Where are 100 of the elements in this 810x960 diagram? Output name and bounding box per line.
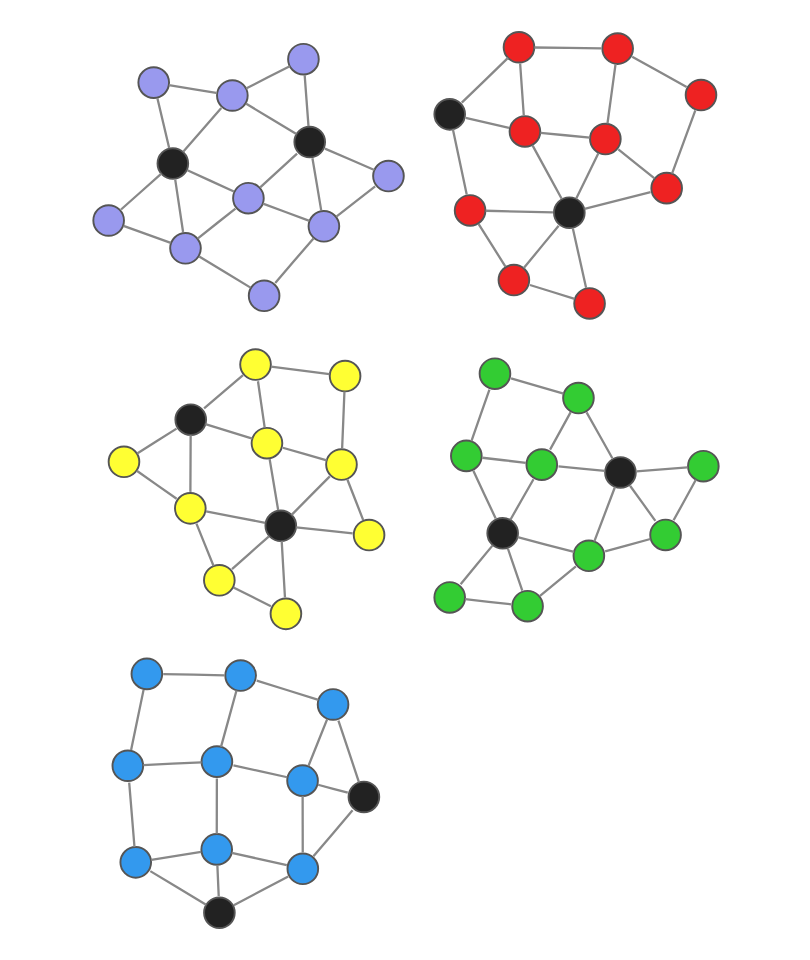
node-circle xyxy=(346,780,380,814)
node-circle xyxy=(199,833,232,866)
node-circle xyxy=(588,122,621,156)
node-circle xyxy=(238,348,271,381)
node-circle xyxy=(118,846,152,879)
node-circle xyxy=(561,381,594,415)
node-circle xyxy=(371,159,404,193)
node-circle xyxy=(136,66,169,99)
connector xyxy=(521,224,559,269)
node-circle xyxy=(173,403,207,436)
node-circle xyxy=(686,449,719,483)
connector xyxy=(302,75,309,127)
connector xyxy=(194,523,214,567)
connector xyxy=(255,679,318,701)
connector xyxy=(173,179,184,233)
connector xyxy=(459,57,508,104)
connector xyxy=(306,718,328,767)
connector xyxy=(273,237,314,284)
connector xyxy=(279,541,286,598)
node-circle xyxy=(327,359,361,393)
connector xyxy=(508,478,534,521)
connector xyxy=(122,224,171,245)
connector xyxy=(135,427,177,455)
node-circle xyxy=(292,125,325,159)
connector xyxy=(630,55,687,89)
connector xyxy=(127,782,135,848)
node-circle xyxy=(351,518,385,552)
node-circle xyxy=(571,539,605,573)
connector xyxy=(548,411,571,451)
node-circle xyxy=(603,456,636,489)
node-circle xyxy=(496,263,530,297)
node-circle xyxy=(524,448,558,481)
connector xyxy=(323,147,374,172)
node-circle xyxy=(199,745,233,778)
connector xyxy=(557,465,604,473)
connector xyxy=(119,172,162,211)
connector xyxy=(592,486,616,542)
connector xyxy=(669,110,696,174)
node-circle xyxy=(110,749,144,783)
connector xyxy=(345,479,364,521)
node-circle xyxy=(231,181,264,215)
node-circle xyxy=(324,448,357,481)
connector xyxy=(204,510,265,524)
connector xyxy=(518,63,524,116)
node-circle xyxy=(106,445,140,479)
connector xyxy=(232,875,288,907)
node-circle xyxy=(285,852,319,886)
connector xyxy=(195,207,236,240)
connector xyxy=(214,778,217,834)
connector xyxy=(539,131,589,139)
connector xyxy=(231,586,271,608)
connector xyxy=(464,598,511,606)
node-circle xyxy=(286,42,319,76)
node-circle xyxy=(452,194,486,227)
connector xyxy=(538,565,576,598)
connector xyxy=(671,479,696,521)
node-circle xyxy=(246,279,280,313)
connector xyxy=(583,191,650,210)
node-circle xyxy=(649,171,682,205)
connector xyxy=(471,470,496,519)
node-circle xyxy=(91,204,124,237)
connector xyxy=(635,466,687,473)
node-circle xyxy=(285,764,318,797)
node-circle xyxy=(173,492,206,525)
node-circle xyxy=(215,79,248,112)
node-circle xyxy=(501,30,535,64)
connector xyxy=(334,185,375,218)
connector xyxy=(155,97,170,149)
node-circle xyxy=(202,564,235,597)
connector xyxy=(300,796,303,853)
connector xyxy=(129,689,144,751)
connector xyxy=(202,374,243,410)
node-circle xyxy=(249,426,283,460)
connector xyxy=(469,389,490,442)
connector xyxy=(267,458,279,511)
connector xyxy=(316,783,348,794)
connector xyxy=(528,283,574,300)
connector xyxy=(255,381,265,428)
connector xyxy=(230,535,269,570)
node-circle xyxy=(477,357,511,390)
node-circle xyxy=(223,659,256,692)
connector xyxy=(516,536,574,553)
node-circle xyxy=(263,509,297,543)
node-circle xyxy=(449,439,482,473)
connector xyxy=(484,209,552,214)
connector xyxy=(185,169,234,193)
connector xyxy=(150,850,201,861)
node-circle xyxy=(202,896,235,930)
connector xyxy=(628,485,656,522)
connector xyxy=(311,809,353,858)
node-circle xyxy=(552,196,585,229)
connector xyxy=(289,475,330,516)
connector xyxy=(269,365,329,376)
connector xyxy=(530,145,562,200)
connector xyxy=(616,148,655,180)
connector xyxy=(258,152,297,189)
connector xyxy=(605,64,616,124)
connector xyxy=(505,548,523,592)
connector xyxy=(215,865,219,897)
connector xyxy=(261,202,309,222)
